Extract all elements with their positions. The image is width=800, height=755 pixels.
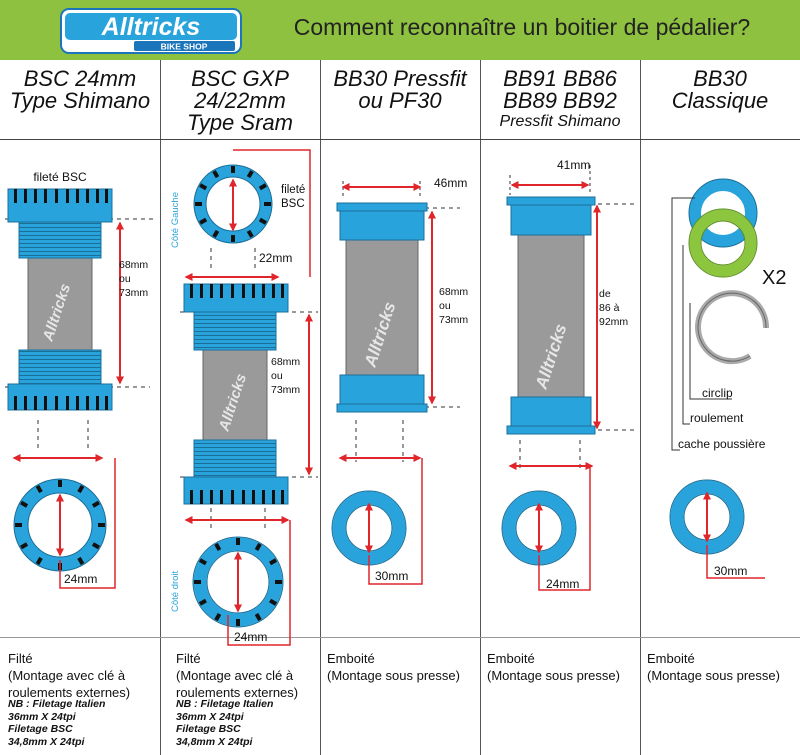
pf30-cup-ring: 30mm bbox=[331, 458, 423, 585]
svg-text:fileté: fileté bbox=[281, 184, 305, 196]
svg-text:cache poussière: cache poussière bbox=[678, 437, 766, 451]
svg-text:73mm: 73mm bbox=[439, 314, 468, 326]
gxp-shell: Alltricks 68mm ou 73mm bbox=[180, 283, 318, 528]
svg-text:BIKE SHOP: BIKE SHOP bbox=[161, 42, 208, 52]
svg-text:41mm: 41mm bbox=[557, 158, 590, 172]
shimano-pressfit-description: Emboité(Montage sous presse) bbox=[487, 651, 620, 683]
column-divider bbox=[160, 60, 161, 755]
svg-text:de: de bbox=[599, 288, 611, 300]
svg-text:X2: X2 bbox=[762, 267, 786, 289]
svg-text:ou: ou bbox=[271, 370, 283, 382]
svg-text:22mm: 22mm bbox=[259, 251, 292, 265]
svg-text:68mm: 68mm bbox=[119, 259, 148, 271]
svg-text:Côté Gauche: Côté Gauche bbox=[170, 192, 181, 248]
svg-text:Côté droit: Côté droit bbox=[170, 570, 181, 612]
column-divider bbox=[640, 60, 641, 755]
pf30-description: Emboité(Montage sous presse) bbox=[327, 651, 460, 683]
shimano-pressfit-shell: 41mm Alltricks de 86 à 92mm bbox=[506, 158, 638, 470]
svg-text:30mm: 30mm bbox=[714, 564, 747, 578]
bsc24-shell: fileté BSC Alltricks 68mm ou 73mm bbox=[5, 170, 157, 450]
bb30-cup-ring: 30mm bbox=[669, 479, 765, 579]
footer-separator bbox=[0, 637, 800, 638]
svg-text:ou: ou bbox=[439, 300, 451, 312]
gxp-right-cup: Côté droit 24mm bbox=[170, 520, 291, 646]
svg-text:73mm: 73mm bbox=[119, 287, 148, 299]
alltricks-logo: Alltricks BIKE SHOP bbox=[60, 8, 242, 54]
column-divider bbox=[480, 60, 481, 755]
page-title: Comment reconnaître un boitier de pédali… bbox=[293, 14, 751, 40]
svg-text:fileté BSC: fileté BSC bbox=[33, 170, 87, 184]
svg-text:circlip: circlip bbox=[702, 386, 733, 400]
svg-text:roulement: roulement bbox=[690, 411, 744, 425]
svg-text:BSC: BSC bbox=[281, 198, 305, 210]
shimano-pressfit-cup-ring: 24mm bbox=[501, 466, 591, 591]
svg-text:Alltricks: Alltricks bbox=[101, 13, 201, 41]
gxp-left-cup: Côté Gauche fileté BSC 22mm bbox=[170, 149, 311, 281]
header-separator bbox=[0, 139, 800, 140]
svg-text:24mm: 24mm bbox=[234, 630, 267, 644]
svg-text:24mm: 24mm bbox=[64, 572, 97, 586]
svg-text:24mm: 24mm bbox=[546, 577, 579, 591]
svg-text:92mm: 92mm bbox=[599, 316, 628, 328]
svg-text:30mm: 30mm bbox=[375, 569, 408, 583]
svg-text:86 à: 86 à bbox=[599, 302, 620, 314]
svg-text:ou: ou bbox=[119, 273, 131, 285]
svg-text:68mm: 68mm bbox=[271, 356, 300, 368]
svg-text:46mm: 46mm bbox=[434, 176, 467, 190]
pf30-shell: 46mm Alltricks 68mm ou 73mm bbox=[336, 176, 468, 462]
bb30-description: Emboité(Montage sous presse) bbox=[647, 651, 780, 683]
bsc24-cup-ring: 24mm bbox=[12, 454, 116, 589]
column-divider bbox=[320, 60, 321, 755]
bb30-exploded-parts: X2 circlip roulement cache poussière bbox=[671, 178, 786, 451]
svg-text:68mm: 68mm bbox=[439, 286, 468, 298]
svg-text:73mm: 73mm bbox=[271, 384, 300, 396]
